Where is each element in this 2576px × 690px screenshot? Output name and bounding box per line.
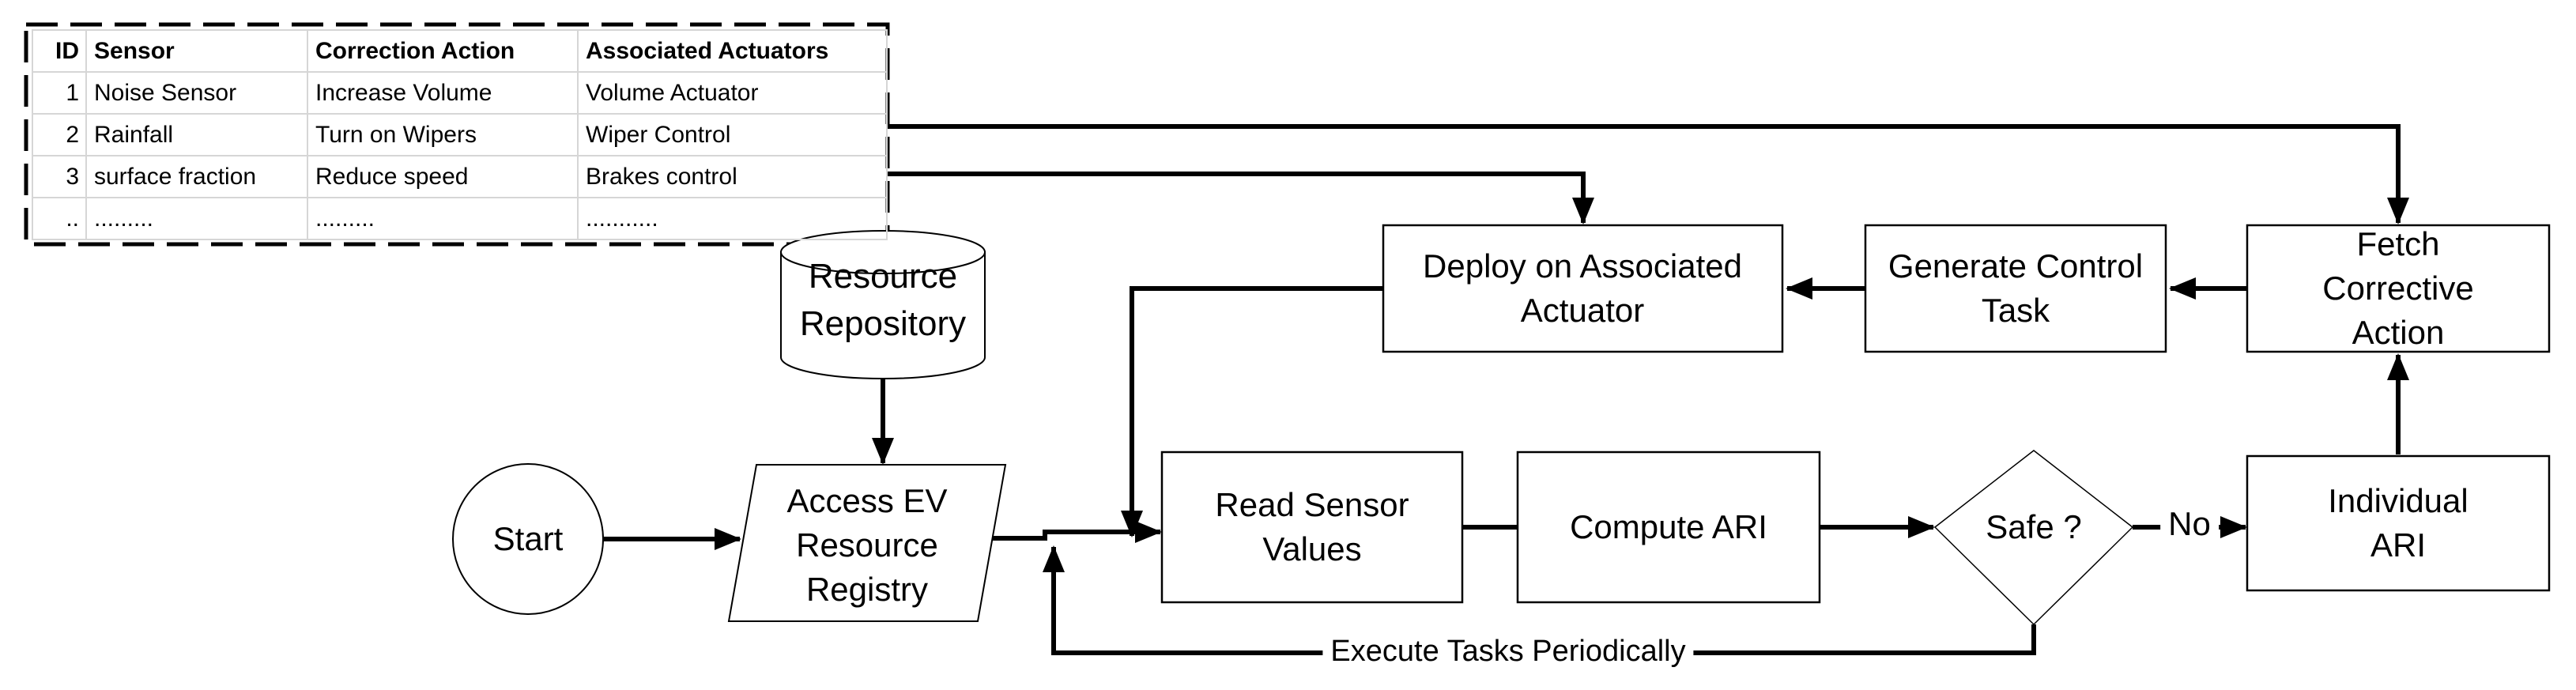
individual-ari-label: Individual ARI — [2328, 482, 2469, 564]
safe-diamond-shape — [1933, 450, 2134, 626]
table-cell: ......... — [85, 197, 308, 240]
sensor-actuator-table: ID Sensor Correction Action Associated A… — [32, 29, 888, 240]
read-sensor-box-shape — [1160, 451, 1464, 604]
table-cell: Rainfall — [85, 113, 308, 156]
start-label: Start — [492, 520, 564, 557]
compute-ari-box-shape — [1516, 451, 1821, 604]
safe-decision-label: Safe ? — [1986, 508, 2082, 545]
header-associated-actuators: Associated Actuators — [577, 29, 888, 73]
table-cell: Brakes control — [577, 155, 888, 198]
resource-repository-label: Resource Repository — [799, 257, 967, 343]
deploy-actuator-label: Deploy on Associated Actuator — [1423, 247, 1742, 329]
no-branch-label: No — [2160, 502, 2219, 546]
edge-deploy-to-mainline — [1121, 286, 1383, 537]
header-correction-action: Correction Action — [307, 29, 579, 73]
generate-task-box-shape — [1864, 224, 2167, 353]
generate-task-label: Generate Control Task — [1888, 247, 2144, 329]
edge-registry-to-read-sensor — [991, 521, 1162, 543]
table-cell: 1 — [32, 71, 87, 115]
table-row: 1 Noise Sensor Increase Volume Volume Ac… — [32, 71, 888, 115]
compute-ari-label: Compute ARI — [1570, 508, 1767, 545]
table-cell: 2 — [32, 113, 87, 156]
table-cell: 3 — [32, 155, 87, 198]
fetch-corrective-box-shape — [2246, 224, 2551, 353]
header-sensor: Sensor — [85, 29, 308, 73]
table-cell: ........... — [577, 197, 888, 240]
access-registry-parallelogram-shape — [727, 464, 1007, 622]
table-row: 3 surface fraction Reduce speed Brakes c… — [32, 155, 888, 198]
read-sensor-label: Read Sensor Values — [1215, 486, 1409, 567]
deploy-actuator-box-shape — [1382, 224, 1784, 353]
header-id: ID — [32, 29, 87, 73]
table-cell: Turn on Wipers — [307, 113, 579, 156]
access-registry-label: Access EV Resource Registry — [786, 482, 948, 608]
table-row: 2 Rainfall Turn on Wipers Wiper Control — [32, 113, 888, 156]
table-row: .. ......... ......... ........... — [32, 197, 888, 240]
table-cell: surface fraction — [85, 155, 308, 198]
individual-ari-box-shape — [2246, 454, 2551, 592]
sensor-table-grid: ID Sensor Correction Action Associated A… — [32, 29, 888, 240]
edge-table-row3-to-deploy — [886, 172, 1594, 224]
table-cell: Noise Sensor — [85, 71, 308, 115]
fetch-corrective-label: Fetch Corrective Action — [2322, 225, 2474, 351]
table-cell: Reduce speed — [307, 155, 579, 198]
resource-repository-cylinder-body — [780, 251, 986, 379]
table-cell: Volume Actuator — [577, 71, 888, 115]
table-cell: ......... — [307, 197, 579, 240]
execute-periodically-label: Execute Tasks Periodically — [1322, 634, 1694, 669]
table-cell: Wiper Control — [577, 113, 888, 156]
start-circle-shape — [452, 463, 604, 615]
table-dashed-border — [24, 22, 890, 247]
table-cell: .. — [32, 197, 87, 240]
edge-table-row2-to-fetch — [886, 124, 2409, 224]
table-header-row: ID Sensor Correction Action Associated A… — [32, 29, 888, 73]
table-cell: Increase Volume — [307, 71, 579, 115]
